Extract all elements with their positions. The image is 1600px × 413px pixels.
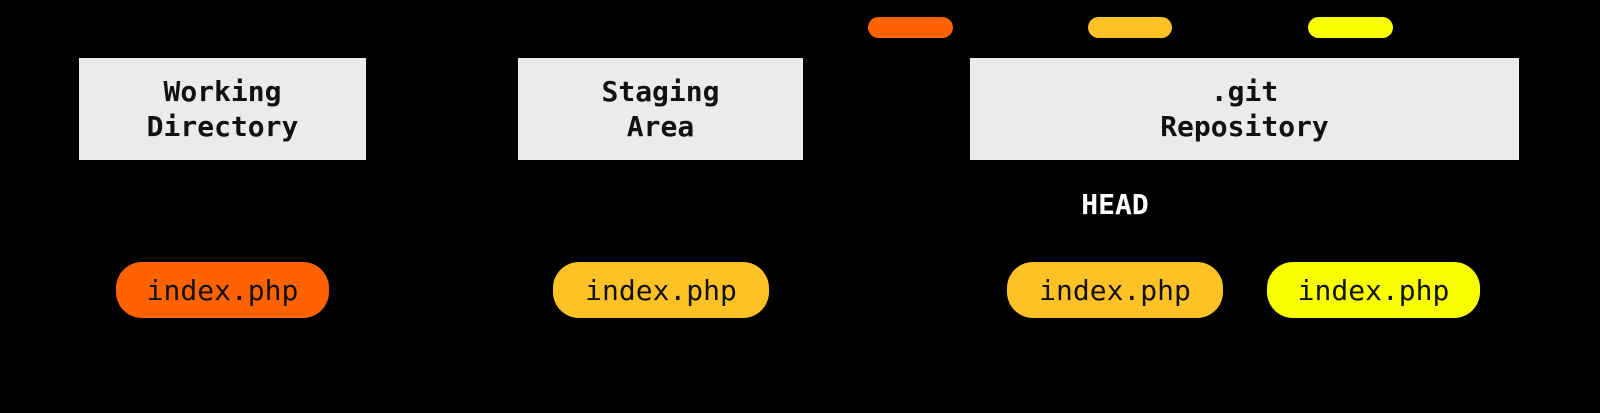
staging-area-header: Staging Area <box>518 58 803 160</box>
staging-area-title-line1: Staging <box>601 75 720 108</box>
committed-status-bar-icon <box>1308 17 1393 38</box>
git-repository-title-line2: Repository <box>1160 110 1329 143</box>
file-pill-working-index-php: index.php <box>116 262 329 318</box>
git-repository-header: .git Repository <box>970 58 1519 160</box>
file-pill-staging-index-php: index.php <box>553 262 769 318</box>
file-pill-repo-head-index-php: index.php <box>1007 262 1223 318</box>
working-directory-header: Working Directory <box>79 58 366 160</box>
git-repository-title-line1: .git <box>1210 75 1279 108</box>
staged-status-bar-icon <box>1088 17 1172 38</box>
working-directory-title-line1: Working <box>163 75 282 108</box>
modified-status-bar-icon <box>868 17 953 38</box>
staging-area-title-line2: Area <box>626 110 695 143</box>
head-label: HEAD <box>1081 188 1149 221</box>
file-pill-repo-committed-index-php: index.php <box>1267 262 1480 318</box>
working-directory-title-line2: Directory <box>146 110 299 143</box>
